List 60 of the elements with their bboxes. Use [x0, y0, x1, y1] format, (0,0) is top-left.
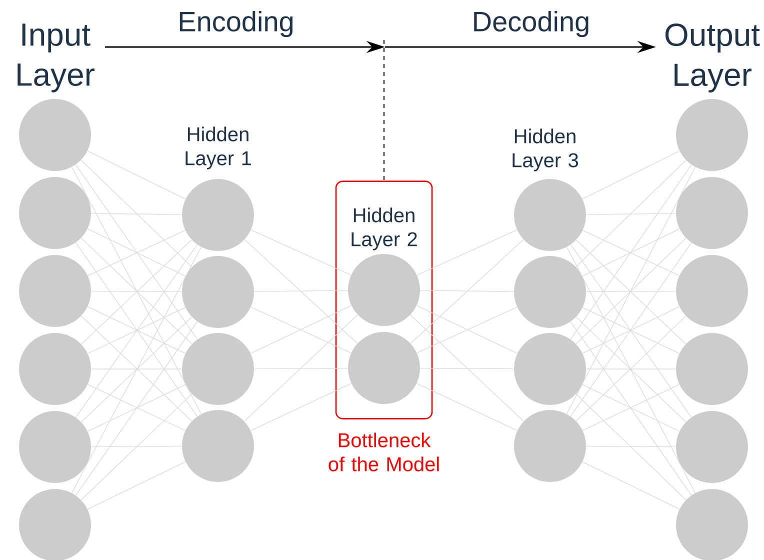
neuron-circle [514, 256, 586, 328]
layer-label: Decoding [474, 10, 588, 38]
connection-line [250, 230, 352, 276]
neuron-circle [514, 179, 586, 251]
neuron-circle [676, 99, 748, 171]
connection-line [90, 446, 182, 448]
connection-line [72, 166, 202, 414]
connection-line [244, 239, 358, 344]
neuron-circle [182, 179, 254, 251]
connection-line [410, 314, 524, 422]
neuron-circle [514, 410, 586, 482]
connection-line [244, 314, 358, 422]
connection-line [80, 394, 192, 500]
layer-label: Encoding [180, 10, 293, 38]
connection-line [586, 446, 676, 448]
connection-line [87, 461, 186, 510]
neuron-circle [676, 333, 748, 405]
connection-line [416, 383, 518, 431]
neuron-circle [182, 410, 254, 482]
layer-label: Input Layer [18, 24, 94, 92]
connection-line [254, 368, 348, 370]
neuron-circle [182, 256, 254, 328]
bottleneck-box: Hidden Layer 2 [335, 180, 433, 420]
connection-line [566, 166, 696, 414]
connection-line [410, 239, 524, 344]
connection-line [90, 290, 182, 292]
connection-line [582, 462, 680, 510]
neuron-circle [348, 254, 420, 326]
connection-line [576, 160, 686, 268]
connection-line [75, 164, 198, 340]
connection-line [566, 246, 696, 494]
neuron-circle [676, 411, 748, 483]
connection-line [416, 230, 518, 276]
neuron-circle [19, 255, 91, 327]
connection-line [570, 164, 692, 340]
connection-line [87, 150, 186, 200]
connection-line [254, 290, 348, 292]
connection-line [72, 246, 202, 494]
neuron-circle [19, 99, 91, 171]
neuron-circle [514, 333, 586, 405]
neuron-circle [348, 332, 420, 404]
connection-line [586, 213, 676, 215]
node-label: Bottleneck of the Model [328, 432, 439, 472]
connection-line [576, 394, 686, 500]
neuron-circle [19, 177, 91, 249]
neuron-circle [182, 333, 254, 405]
connection-line [582, 150, 680, 200]
connection-line [80, 160, 192, 268]
connection-line [420, 368, 514, 370]
connection-line [586, 290, 676, 292]
connection-line [90, 213, 182, 215]
connection-line [75, 321, 198, 496]
connection-line [250, 383, 352, 431]
neuron-circle [676, 177, 748, 249]
neuron-circle [19, 333, 91, 405]
neuron-circle [19, 411, 91, 483]
layer-label: Output Layer [665, 24, 760, 92]
connection-line [420, 290, 514, 292]
connection-line [570, 321, 692, 496]
neuron-circle [676, 255, 748, 327]
